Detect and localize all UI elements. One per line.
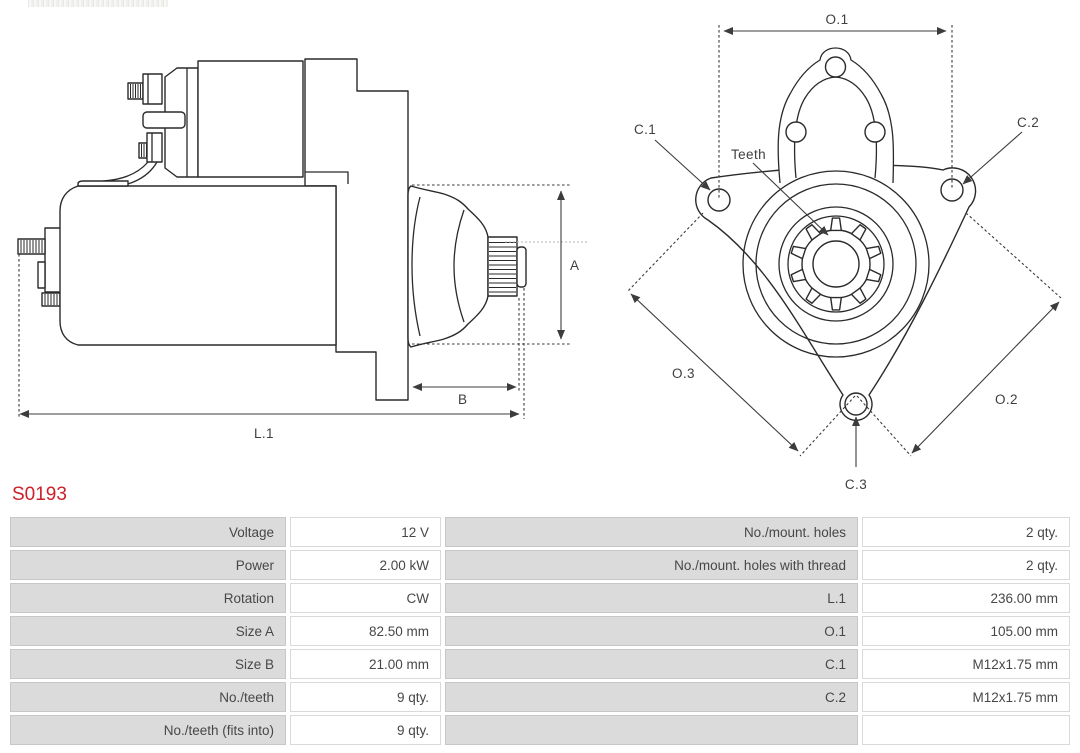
front-view-drawing: O.1 C.1 C.2 Teeth O.3 O.2 C.3 [627, 12, 1062, 492]
spec-label: No./teeth [10, 682, 286, 712]
spec-label: Rotation [10, 583, 286, 613]
dimension-label-b: B [458, 392, 467, 407]
technical-drawings: A B L.1 [17, 12, 1062, 492]
spec-value: 9 qty. [290, 715, 441, 745]
spec-value: 12 V [290, 517, 441, 547]
spec-label: No./mount. holes [445, 517, 858, 547]
spec-label: No./mount. holes with thread [445, 550, 858, 580]
drive-end-housing [407, 185, 489, 348]
spec-label: C.1 [445, 649, 858, 679]
spec-value: 236.00 mm [862, 583, 1070, 613]
spec-label: Power [10, 550, 286, 580]
through-bolt [17, 238, 46, 255]
spec-label: L.1 [445, 583, 858, 613]
spec-value: 9 qty. [290, 682, 441, 712]
mount-hole-c3 [844, 392, 868, 416]
dimension-label-o1: O.1 [826, 12, 849, 27]
leader-c2 [962, 131, 1023, 185]
spec-label: Voltage [10, 517, 286, 547]
dimension-line-o3 [630, 293, 799, 452]
spec-value: 2 qty. [862, 550, 1070, 580]
spec-label: Size A [10, 616, 286, 646]
spec-value: M12x1.75 mm [862, 682, 1070, 712]
spec-label [445, 715, 858, 745]
solenoid-outline [197, 60, 304, 178]
spec-value: 2.00 kW [290, 550, 441, 580]
dimension-label-a: A [570, 258, 579, 273]
mount-hole-c2 [940, 178, 964, 202]
arch-top-hole [824, 56, 847, 78]
spec-label: Size B [10, 649, 286, 679]
terminal-tab [142, 111, 186, 129]
spec-label: No./teeth (fits into) [10, 715, 286, 745]
spec-value [862, 715, 1070, 745]
leader-c1 [654, 139, 711, 191]
dimension-label-l1: L.1 [254, 426, 274, 441]
side-view-drawing: A B L.1 [17, 58, 588, 441]
motor-body-outline [59, 185, 337, 346]
spec-value: 82.50 mm [290, 616, 441, 646]
housing-boss-circle [742, 170, 930, 358]
spec-value: M12x1.75 mm [862, 649, 1070, 679]
dimension-label-c1: C.1 [634, 122, 656, 137]
spec-value: 105.00 mm [862, 616, 1070, 646]
mount-hole-c1 [707, 188, 731, 212]
pinion-bore [812, 240, 860, 288]
dimension-label-teeth: Teeth [731, 147, 766, 162]
dimension-label-o2: O.2 [995, 392, 1018, 407]
leader-teeth [752, 162, 829, 236]
dimension-label-o3: O.3 [672, 366, 695, 381]
arch-outline [777, 47, 895, 184]
part-number-heading: S0193 [12, 484, 67, 505]
spec-value: CW [290, 583, 441, 613]
dimension-label-c2: C.2 [1017, 115, 1039, 130]
spec-label: C.2 [445, 682, 858, 712]
scan-artifact [28, 0, 168, 7]
spec-value: 21.00 mm [290, 649, 441, 679]
dimension-label-c3: C.3 [845, 477, 867, 492]
spec-label: O.1 [445, 616, 858, 646]
dimension-line-o2 [911, 301, 1060, 454]
spec-table: Voltage 12 V No./mount. holes 2 qty. Pow… [10, 517, 1070, 745]
spec-value: 2 qty. [862, 517, 1070, 547]
